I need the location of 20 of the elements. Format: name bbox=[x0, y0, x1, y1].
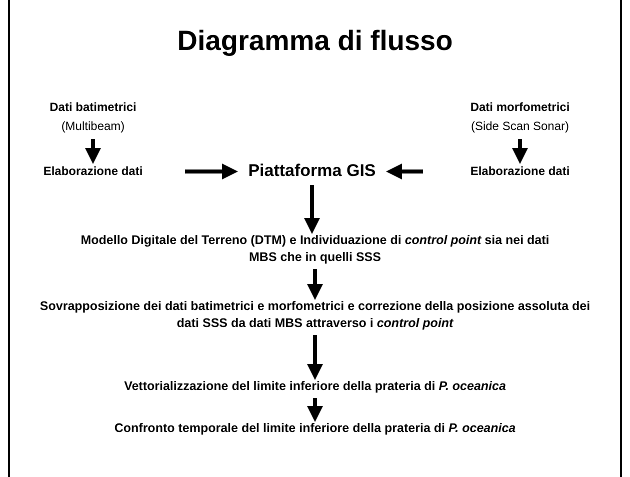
step-text: Dati batimetrici bbox=[50, 99, 136, 116]
step-text: Modello Digitale del Terreno (DTM) e Individuazione di control point sia nei dati MBS che in quelli SSS bbox=[80, 232, 550, 266]
arrow bbox=[304, 185, 320, 234]
arrow bbox=[307, 398, 323, 422]
arrow bbox=[307, 335, 323, 380]
step-text: Piattaforma GIS bbox=[248, 160, 376, 182]
arrow bbox=[512, 139, 528, 164]
step-text: Elaborazione dati bbox=[470, 163, 570, 180]
diagram-title: Diagramma di flusso bbox=[176, 24, 454, 58]
step-subtitle: (Multibeam) bbox=[61, 118, 125, 135]
step-text: Elaborazione dati bbox=[43, 163, 143, 180]
arrow bbox=[185, 164, 238, 180]
step-text: Confronto temporale del limite inferiore della prateria di P. oceanica bbox=[114, 420, 516, 437]
step-text: Sovrapposizione dei dati batimetrici e morfometrici e correzione della posizione assoluta dei dati SSS da dati MBS attraverso i control point bbox=[38, 298, 592, 332]
arrow bbox=[85, 139, 101, 164]
step-text: Dati morfometrici bbox=[470, 99, 570, 116]
step-subtitle: (Side Scan Sonar) bbox=[470, 118, 570, 135]
arrow bbox=[307, 269, 323, 300]
step-text: Vettorializzazione del limite inferiore della prateria di P. oceanica bbox=[124, 378, 506, 395]
arrow bbox=[386, 164, 423, 180]
